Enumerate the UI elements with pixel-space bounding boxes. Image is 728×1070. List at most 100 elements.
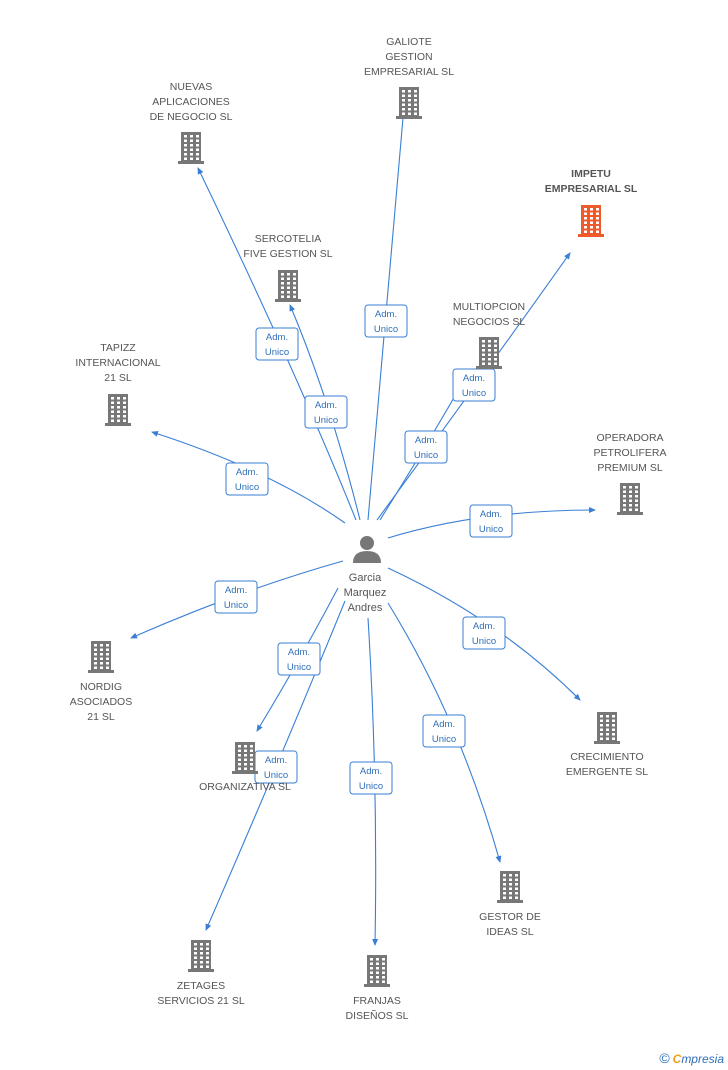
- edge-label-line: Adm.: [236, 467, 258, 478]
- company-name-line: IMPETU: [571, 168, 611, 180]
- edge-label-sercotelia[interactable]: Adm.Unico: [304, 395, 348, 429]
- edge-label-operadora[interactable]: Adm.Unico: [469, 504, 513, 538]
- edge-label-line: Adm.: [463, 373, 485, 384]
- edge-label-nordig[interactable]: Adm.Unico: [214, 580, 258, 614]
- company-name-line: SERCOTELIA: [255, 233, 322, 245]
- edge-label-impetu[interactable]: Adm. Unico: [452, 368, 496, 402]
- edge-label-line: Adm.: [415, 435, 437, 446]
- edge-label-nuevas[interactable]: Adm.Unico: [255, 327, 299, 361]
- edge-label-line: Adm.: [315, 400, 337, 411]
- building-icon: [188, 940, 214, 972]
- company-name-line: 21 SL: [104, 372, 132, 384]
- company-name-line: ORGANIZATIVA SL: [199, 781, 291, 793]
- edge-label-line: Unico: [472, 636, 496, 647]
- company-node-franjas[interactable]: FRANJAS DISEÑOS SL: [345, 955, 409, 1022]
- edge-label-line: Adm.: [375, 309, 397, 320]
- building-icon: [88, 641, 114, 673]
- company-name-line: PREMIUM SL: [597, 462, 663, 474]
- building-icon: [617, 483, 643, 515]
- company-name-line: FRANJAS: [353, 995, 401, 1007]
- nodes-layer: GALIOTE GESTION EMPRESARIAL SL NUEVAS APLICA…: [70, 36, 667, 1022]
- copyright-symbol: ©: [659, 1050, 670, 1066]
- edge-label-tapizz[interactable]: Adm. Unico: [225, 462, 269, 496]
- edge-label-box: [349, 761, 393, 795]
- edge-label-crecimiento[interactable]: Adm.Unico: [462, 616, 506, 650]
- edge-label-box: [225, 462, 269, 496]
- company-node-zetages[interactable]: ZETAGES SERVICIOS 21 SL: [157, 940, 245, 1007]
- edge-label-box: [255, 327, 299, 361]
- building-icon: [178, 132, 204, 164]
- company-name-line: NORDIG: [80, 681, 122, 693]
- building-icon: [396, 87, 422, 119]
- building-icon: [275, 270, 301, 302]
- brand-logo-letter: C: [672, 1052, 682, 1066]
- company-name-line: GESTION: [385, 51, 432, 63]
- company-node-galiote[interactable]: GALIOTE GESTION EMPRESARIAL SL: [364, 36, 454, 119]
- company-name-line: NUEVAS: [170, 81, 212, 93]
- edge-label-box: [422, 714, 466, 748]
- company-name-line: OPERADORA: [596, 432, 663, 444]
- edge-label-line: Unico: [432, 734, 456, 745]
- company-name-line: EMPRESARIAL SL: [364, 66, 454, 78]
- center-name-line-3: Andres: [348, 602, 383, 614]
- building-icon: [578, 205, 604, 237]
- company-name-line: GALIOTE: [386, 36, 432, 48]
- edge-label-gestor[interactable]: Adm.Unico: [422, 714, 466, 748]
- company-node-impetu[interactable]: IMPETU EMPRESARIAL SL: [545, 168, 638, 237]
- brand-name: mpresia: [681, 1052, 724, 1066]
- edge-label-box: [462, 616, 506, 650]
- edge-label-line: Adm.: [360, 766, 382, 777]
- edge-label-multiopcion[interactable]: Adm.Unico: [404, 430, 448, 464]
- edge-label-line: Unico: [479, 524, 503, 535]
- company-node-operadora[interactable]: OPERADORA PETROLIFERA PREMIUM SL: [594, 432, 667, 515]
- company-name-line: PETROLIFERA: [594, 447, 667, 459]
- edge-label-box: [364, 304, 408, 338]
- company-name-line: 21 SL: [87, 711, 115, 723]
- company-name-line: APLICACIONES: [152, 96, 230, 108]
- center-person[interactable]: Garcia Marquez Andres: [344, 536, 387, 614]
- company-name-line: GESTOR DE: [479, 911, 541, 923]
- company-node-nuevas[interactable]: NUEVAS APLICACIONES DE NEGOCIO SL: [150, 81, 233, 164]
- center-name-line-2: Marquez: [344, 587, 387, 599]
- company-name-line: CRECIMIENTO: [570, 751, 643, 763]
- building-icon: [476, 337, 502, 369]
- building-icon: [497, 871, 523, 903]
- edge-label-box: [214, 580, 258, 614]
- building-icon: [105, 394, 131, 426]
- company-name-line: SERVICIOS 21 SL: [157, 995, 245, 1007]
- edge-labels-layer: Adm.UnicoAdm.UnicoAdm.UnicoAdm.UnicoAdm.…: [214, 304, 513, 795]
- edge-label-line: Adm.: [288, 647, 310, 658]
- company-name-line: NEGOCIOS SL: [453, 316, 526, 328]
- edge-label-organizativa[interactable]: Adm.Unico: [277, 642, 321, 676]
- edge-label-line: Unico: [265, 347, 289, 358]
- edge-label-line: Unico: [462, 388, 486, 399]
- edge-label-line: Adm.: [225, 585, 247, 596]
- edge-label-galiote[interactable]: Adm.Unico: [364, 304, 408, 338]
- company-name-line: DISEÑOS SL: [345, 1009, 408, 1022]
- edge-label-line: Unico: [359, 781, 383, 792]
- company-name-line: MULTIOPCION: [453, 301, 525, 313]
- edges-layer: [130, 94, 596, 946]
- company-name-line: DE NEGOCIO SL: [150, 111, 233, 123]
- company-node-nordig[interactable]: NORDIG ASOCIADOS 21 SL: [70, 641, 132, 723]
- edge-label-line: Unico: [235, 482, 259, 493]
- company-node-crecimiento[interactable]: CRECIMIENTO EMERGENTE SL: [566, 712, 648, 778]
- company-name-line: ASOCIADOS: [70, 696, 132, 708]
- company-node-multiopcion[interactable]: MULTIOPCION NEGOCIOS SL: [453, 301, 526, 369]
- company-name-line: EMERGENTE SL: [566, 766, 648, 778]
- edge-nuevas: [197, 167, 357, 521]
- edge-label-box: [452, 368, 496, 402]
- company-name-line: ZETAGES: [177, 980, 225, 992]
- edge-label-box: [304, 395, 348, 429]
- edge-label-line: Adm.: [265, 755, 287, 766]
- company-name-line: EMPRESARIAL SL: [545, 183, 638, 195]
- edge-label-zetages[interactable]: Adm.Unico: [254, 750, 298, 784]
- edge-label-franjas[interactable]: Adm. Unico: [349, 761, 393, 795]
- edge-label-box: [469, 504, 513, 538]
- building-icon: [232, 742, 258, 774]
- company-node-organizativa[interactable]: ORGANIZATIVA SL: [199, 742, 291, 793]
